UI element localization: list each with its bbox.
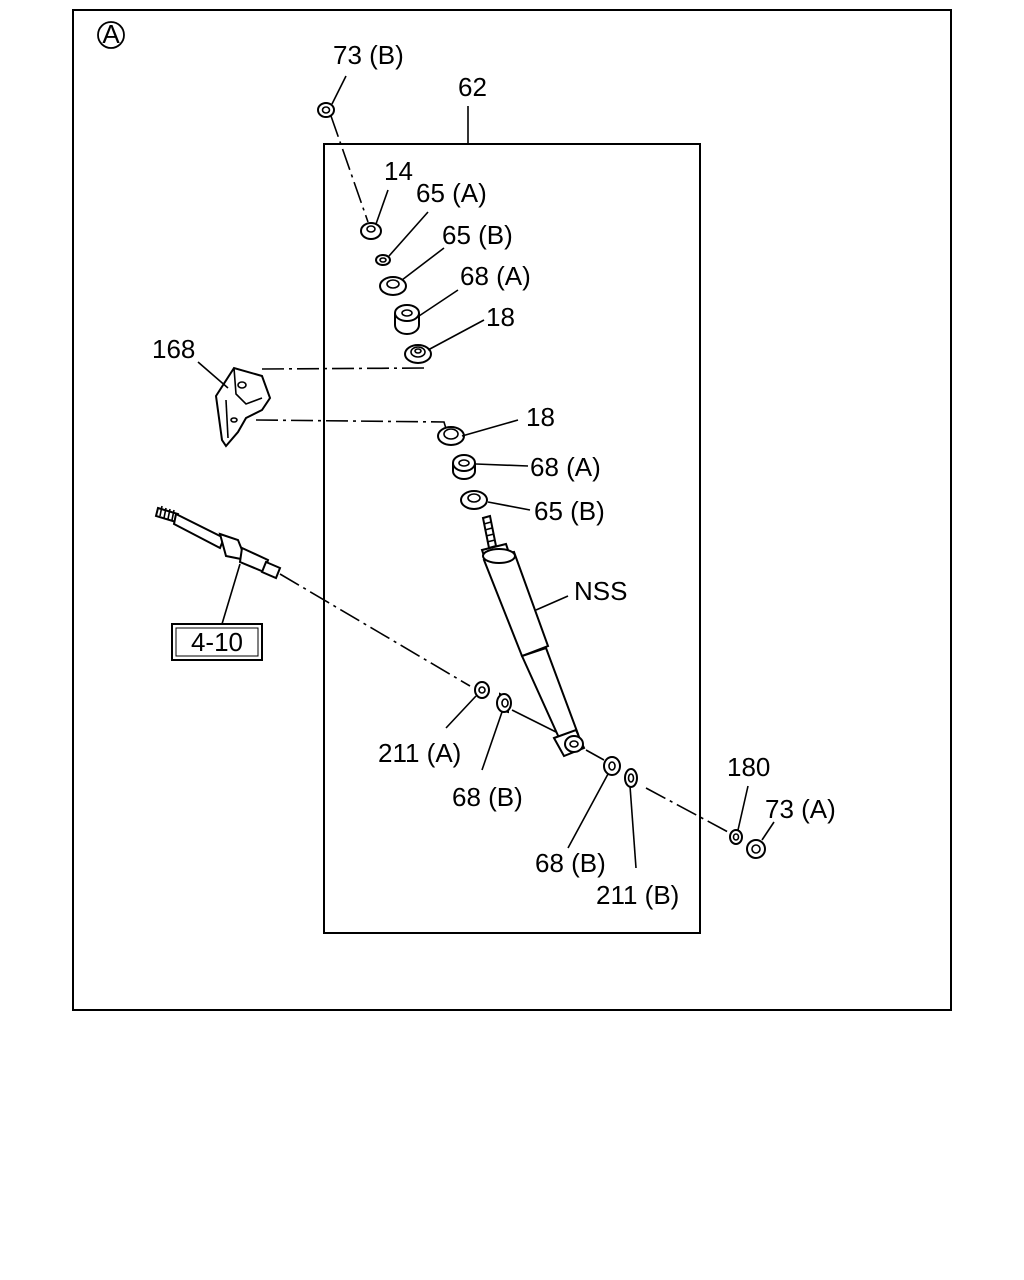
label-73b: 73 (B) [333, 40, 404, 70]
leader-18-bottom [461, 419, 519, 437]
section-mark: A [97, 19, 125, 49]
retainer-18-bottom [437, 426, 465, 446]
retainer-18-top [404, 344, 432, 364]
leader-18-top [427, 319, 485, 351]
leader-nss [535, 595, 569, 611]
bolt-axis-line-4 [645, 787, 729, 833]
label-65b-bottom: 65 (B) [534, 496, 605, 526]
label-62: 62 [458, 72, 487, 102]
bracket-168 [214, 366, 272, 448]
bolt-4-10 [154, 505, 282, 580]
leader-4-10 [221, 563, 241, 625]
bolt-axis-line-3 [585, 749, 605, 761]
leader-68b-right [567, 773, 609, 849]
leader-211a [445, 695, 477, 729]
washer-65b-top [379, 276, 407, 296]
washer-65b-bottom [460, 490, 488, 510]
bolt-axis-line-2 [511, 709, 557, 733]
label-nss: NSS [574, 576, 627, 606]
leader-14 [375, 189, 389, 225]
washer-211a [474, 681, 490, 699]
bushing-68b-right [603, 756, 621, 776]
part-14 [360, 222, 382, 240]
leader-68a-top [415, 289, 459, 319]
label-18-bottom: 18 [526, 402, 555, 432]
label-68b-right: 68 (B) [535, 848, 606, 878]
label-14: 14 [384, 156, 413, 186]
section-mark-letter: A [102, 19, 120, 49]
nut-73b [317, 102, 335, 118]
bracket-line-lower [255, 419, 448, 433]
axis-line-top [330, 115, 369, 223]
label-73a: 73 (A) [765, 794, 836, 824]
leader-65b-top [401, 247, 445, 281]
label-211b: 211 (B) [596, 880, 679, 910]
bracket-line-upper [261, 367, 426, 370]
label-65b-top: 65 (B) [442, 220, 513, 250]
bolt-axis-line [279, 573, 471, 687]
bushing-68a-top [394, 304, 420, 335]
leader-68b-left [481, 711, 503, 771]
label-68b-left: 68 (B) [452, 782, 523, 812]
washer-211b [624, 768, 638, 788]
assembly-box-62 [323, 143, 701, 934]
washer-65a [375, 254, 391, 266]
leader-180 [737, 785, 749, 831]
leader-65b-bottom [487, 501, 531, 511]
leader-211b [629, 785, 637, 869]
bushing-68b-left [496, 692, 512, 714]
ref-box-4-10: 4-10 [171, 623, 263, 661]
label-68a-bottom: 68 (A) [530, 452, 601, 482]
leader-68a-bottom [475, 463, 529, 467]
label-211a: 211 (A) [378, 738, 461, 768]
label-168: 168 [152, 334, 195, 364]
washer-180 [729, 829, 743, 845]
leader-73b [331, 75, 347, 105]
leader-65a [388, 211, 429, 257]
label-4-10: 4-10 [191, 627, 243, 657]
leader-168 [197, 361, 229, 389]
label-180: 180 [727, 752, 770, 782]
bushing-68a-bottom [452, 454, 476, 480]
label-65a: 65 (A) [416, 178, 487, 208]
label-68a-top: 68 (A) [460, 261, 531, 291]
nut-73a [746, 839, 766, 859]
shock-absorber [480, 514, 586, 758]
label-18-top: 18 [486, 302, 515, 332]
outer-frame [72, 9, 952, 1011]
leader-73a [761, 821, 775, 841]
